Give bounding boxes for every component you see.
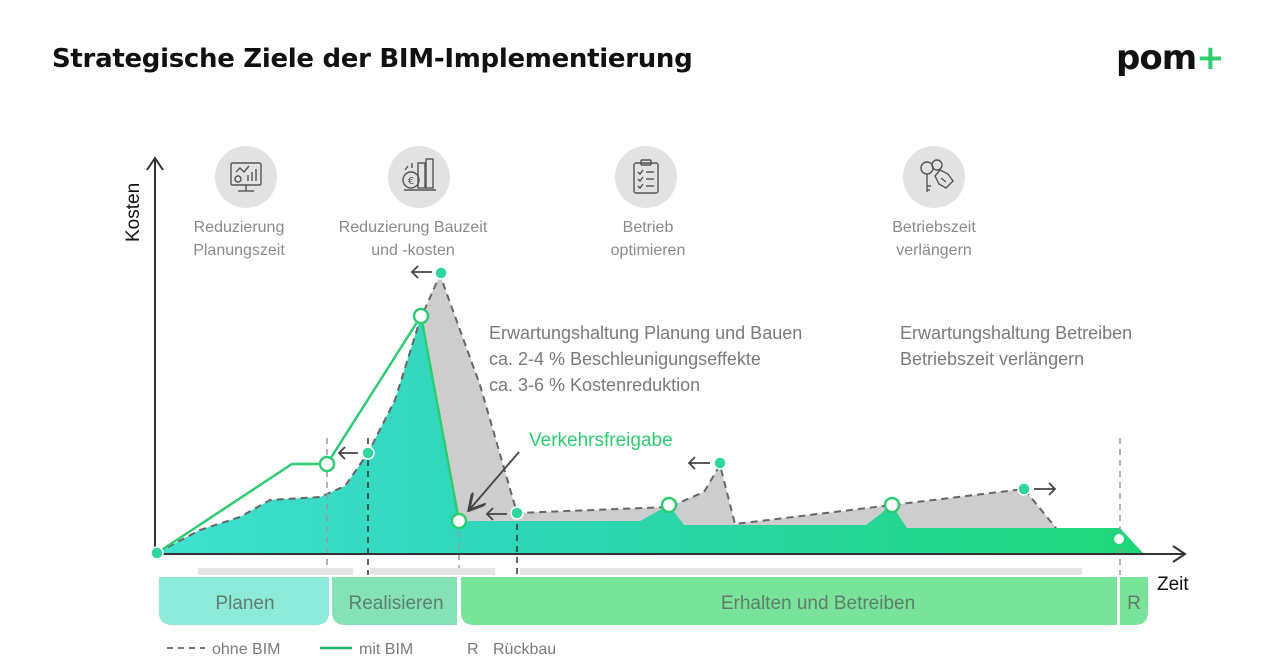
ohne-bim-point xyxy=(713,456,727,470)
goal-icon-bg xyxy=(615,146,677,208)
legend-r-description: Rückbau xyxy=(493,641,556,658)
phase-label-realisieren: Realisieren xyxy=(348,593,443,614)
pom-plus-logo: pom+ xyxy=(1116,38,1225,78)
goal-label-line1: Betrieb xyxy=(623,219,674,236)
timeline-bar-planen xyxy=(198,568,353,575)
mit-bim-points xyxy=(318,307,901,530)
ohne-bim-point xyxy=(361,446,375,460)
legend-r-key: R xyxy=(467,641,479,658)
callout-verkehrsfreigabe: Verkehrsfreigabe xyxy=(529,430,673,451)
goal-betriebszeit-verlaengern: Betriebszeit verlängern xyxy=(892,146,976,259)
phase-label-erhalten: Erhalten und Betreiben xyxy=(721,593,915,614)
goal-label-line2: und -kosten xyxy=(371,242,455,259)
note-betreiben-line1: Erwartungshaltung Betreiben xyxy=(900,323,1132,343)
construction-costs-icon: € xyxy=(402,158,436,191)
shift-arrow-left-icon xyxy=(687,456,710,470)
legend: ohne BIM mit BIM R Rückbau xyxy=(167,641,556,658)
goal-label-line1: Reduzierung xyxy=(194,219,285,236)
page-title: Strategische Ziele der BIM-Implementieru… xyxy=(52,44,693,74)
mit-bim-point xyxy=(318,455,336,473)
rueckbau-point xyxy=(1112,532,1126,546)
logo-plus: + xyxy=(1196,38,1224,78)
shift-arrow-right-icon xyxy=(1034,482,1057,496)
phase-label-rueckbau: R xyxy=(1127,593,1141,614)
phase-block-erhalten xyxy=(461,577,1117,625)
shift-arrow-left-icon xyxy=(337,446,358,460)
mit-bim-point xyxy=(883,496,901,514)
ohne-bim-point xyxy=(510,506,524,520)
goal-label-line1: Reduzierung Bauzeit xyxy=(339,219,488,236)
goal-label-line2: Planungszeit xyxy=(193,242,285,259)
clipboard-checklist-icon xyxy=(633,159,659,194)
goal-icon-bg xyxy=(215,146,277,208)
phase-label-planen: Planen xyxy=(215,593,274,614)
timeline-bar-betreiben xyxy=(520,568,1082,575)
legend-ohne-bim-label: ohne BIM xyxy=(212,641,280,658)
timeline-bar-realisieren xyxy=(370,568,495,575)
planning-dashboard-icon xyxy=(230,162,262,192)
callout-pointer xyxy=(470,451,520,509)
svg-text:€: € xyxy=(408,176,414,187)
phase-block-realisieren xyxy=(332,577,457,625)
ohne-bim-point xyxy=(1017,482,1031,496)
shift-arrows xyxy=(337,265,1057,521)
phase-block-rueckbau xyxy=(1120,577,1148,625)
goal-label-line2: verlängern xyxy=(896,242,972,259)
mit-bim-point xyxy=(450,512,468,530)
goal-betrieb-optimieren: Betrieb optimieren xyxy=(611,146,686,259)
goal-label-line1: Betriebszeit xyxy=(892,219,976,236)
note-planung-bauen-line2: ca. 2-4 % Beschleunigungseffekte xyxy=(489,349,761,369)
x-axis-arrowhead xyxy=(1172,545,1187,563)
note-planung-bauen-line1: Erwartungshaltung Planung und Bauen xyxy=(489,323,802,343)
phase-block-planen xyxy=(159,577,329,625)
y-axis-arrowhead xyxy=(146,156,164,171)
logo-text: pom xyxy=(1116,38,1197,78)
shift-arrow-left-icon xyxy=(410,265,432,279)
goal-icon-bg xyxy=(903,146,965,208)
mit-bim-point xyxy=(412,307,430,325)
ohne-bim-points xyxy=(361,266,1031,520)
y-axis-label: Kosten xyxy=(123,183,144,242)
origin-point xyxy=(150,546,164,560)
goal-label-line2: optimieren xyxy=(611,242,686,259)
note-betreiben-line2: Betriebszeit verlängern xyxy=(900,349,1084,369)
goal-planungszeit: Reduzierung Planungszeit xyxy=(193,146,285,259)
note-planung-bauen-line3: ca. 3-6 % Kostenreduktion xyxy=(489,375,700,395)
x-axis-label: Zeit xyxy=(1157,574,1189,595)
mit-bim-point xyxy=(660,496,678,514)
ohne-bim-point xyxy=(434,266,448,280)
keys-icon xyxy=(920,159,954,192)
shift-arrow-left-icon xyxy=(485,507,507,521)
goal-bauzeit-kosten: € Reduzierung Bauzeit und -kosten xyxy=(339,146,488,259)
legend-mit-bim-label: mit BIM xyxy=(359,641,413,658)
